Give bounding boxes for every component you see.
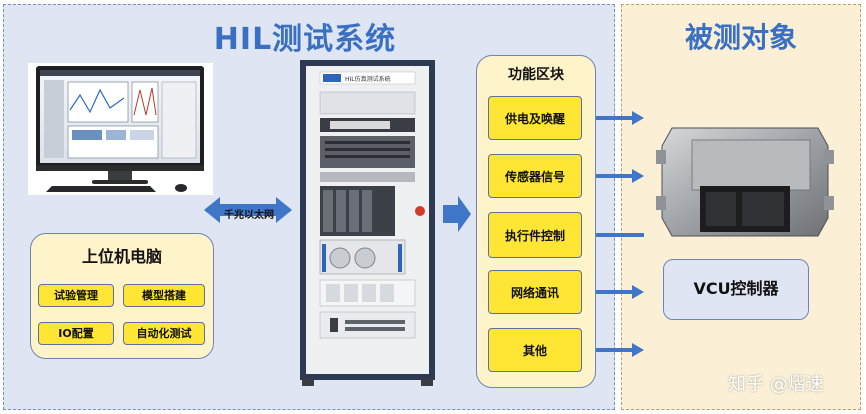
ecu-device <box>656 127 834 237</box>
cabinet-label: HIL仿真测试系统 <box>345 75 391 83</box>
ethernet-double-arrow <box>204 197 292 223</box>
func-sensor-signal: 传感器信号 <box>488 154 582 198</box>
func-power-wakeup: 供电及唤醒 <box>488 96 582 140</box>
function-blocks-title: 功能区块 <box>508 67 564 83</box>
vcu-controller-box: VCU控制器 <box>663 259 809 320</box>
func-other: 其他 <box>488 328 582 372</box>
hil-system-title: HIL测试系统 <box>213 22 397 57</box>
watermark: 知乎 @熠速 <box>728 374 824 395</box>
host-pc-title: 上位机电脑 <box>81 247 162 266</box>
tag-automated-testing: 自动化测试 <box>123 322 205 345</box>
func-actuator-control: 执行件控制 <box>488 212 582 258</box>
network-label: 千兆以太网 <box>224 210 274 221</box>
cabinet-to-functions-arrow <box>443 196 471 232</box>
tag-model-building: 模型搭建 <box>123 284 205 307</box>
dut-title: 被测对象 <box>684 21 797 54</box>
tag-io-config: IO配置 <box>38 322 114 345</box>
tag-test-management: 试验管理 <box>38 284 114 307</box>
computer-monitor <box>28 63 213 195</box>
func-network-comm: 网络通讯 <box>488 270 582 314</box>
hil-cabinet <box>300 60 435 386</box>
